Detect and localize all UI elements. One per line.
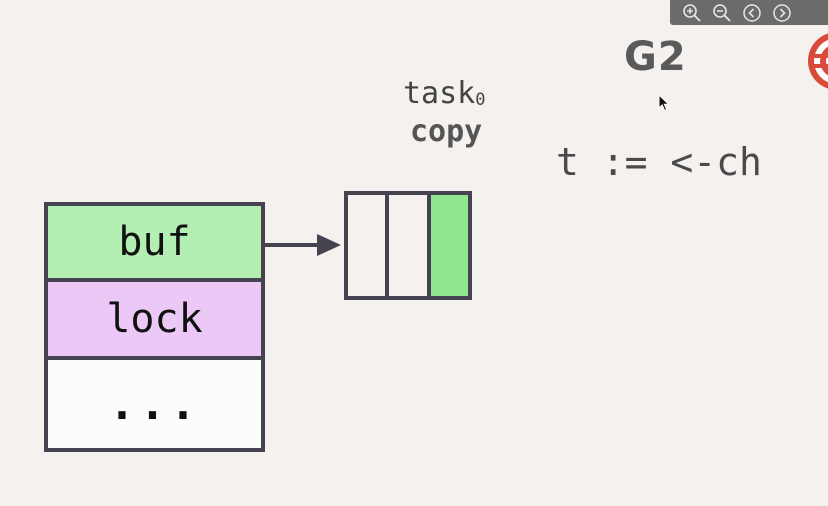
- receive-statement: t := <-ch: [556, 140, 762, 184]
- goroutine-label: G2: [624, 34, 687, 80]
- mouse-cursor-icon: [658, 94, 670, 112]
- task-subscript: 0: [475, 90, 486, 110]
- zoom-in-icon: [683, 3, 701, 22]
- zoom-in-button[interactable]: [680, 2, 704, 24]
- buf-pointer-arrow: [265, 234, 341, 256]
- presenter-logo-icon: [808, 33, 828, 89]
- zoom-out-button[interactable]: [710, 2, 734, 24]
- chevron-right-icon: [773, 3, 791, 22]
- struct-field-buf: buf: [48, 206, 261, 282]
- chevron-left-icon: [743, 3, 761, 22]
- previous-button[interactable]: [740, 2, 764, 24]
- zoom-out-icon: [713, 3, 731, 22]
- channel-struct: buf lock ...: [44, 202, 265, 452]
- next-button[interactable]: [770, 2, 794, 24]
- buffer-slot: [385, 195, 427, 296]
- task-name: task: [403, 76, 476, 111]
- presentation-toolbar: [670, 0, 828, 25]
- task-label: task0: [403, 76, 486, 111]
- struct-field-more: ...: [48, 360, 261, 448]
- channel-buffer: [344, 191, 472, 300]
- buffer-slot: [426, 195, 468, 296]
- buffer-slot: [348, 195, 386, 296]
- struct-field-lock: lock: [48, 282, 261, 360]
- copy-label: copy: [410, 114, 483, 149]
